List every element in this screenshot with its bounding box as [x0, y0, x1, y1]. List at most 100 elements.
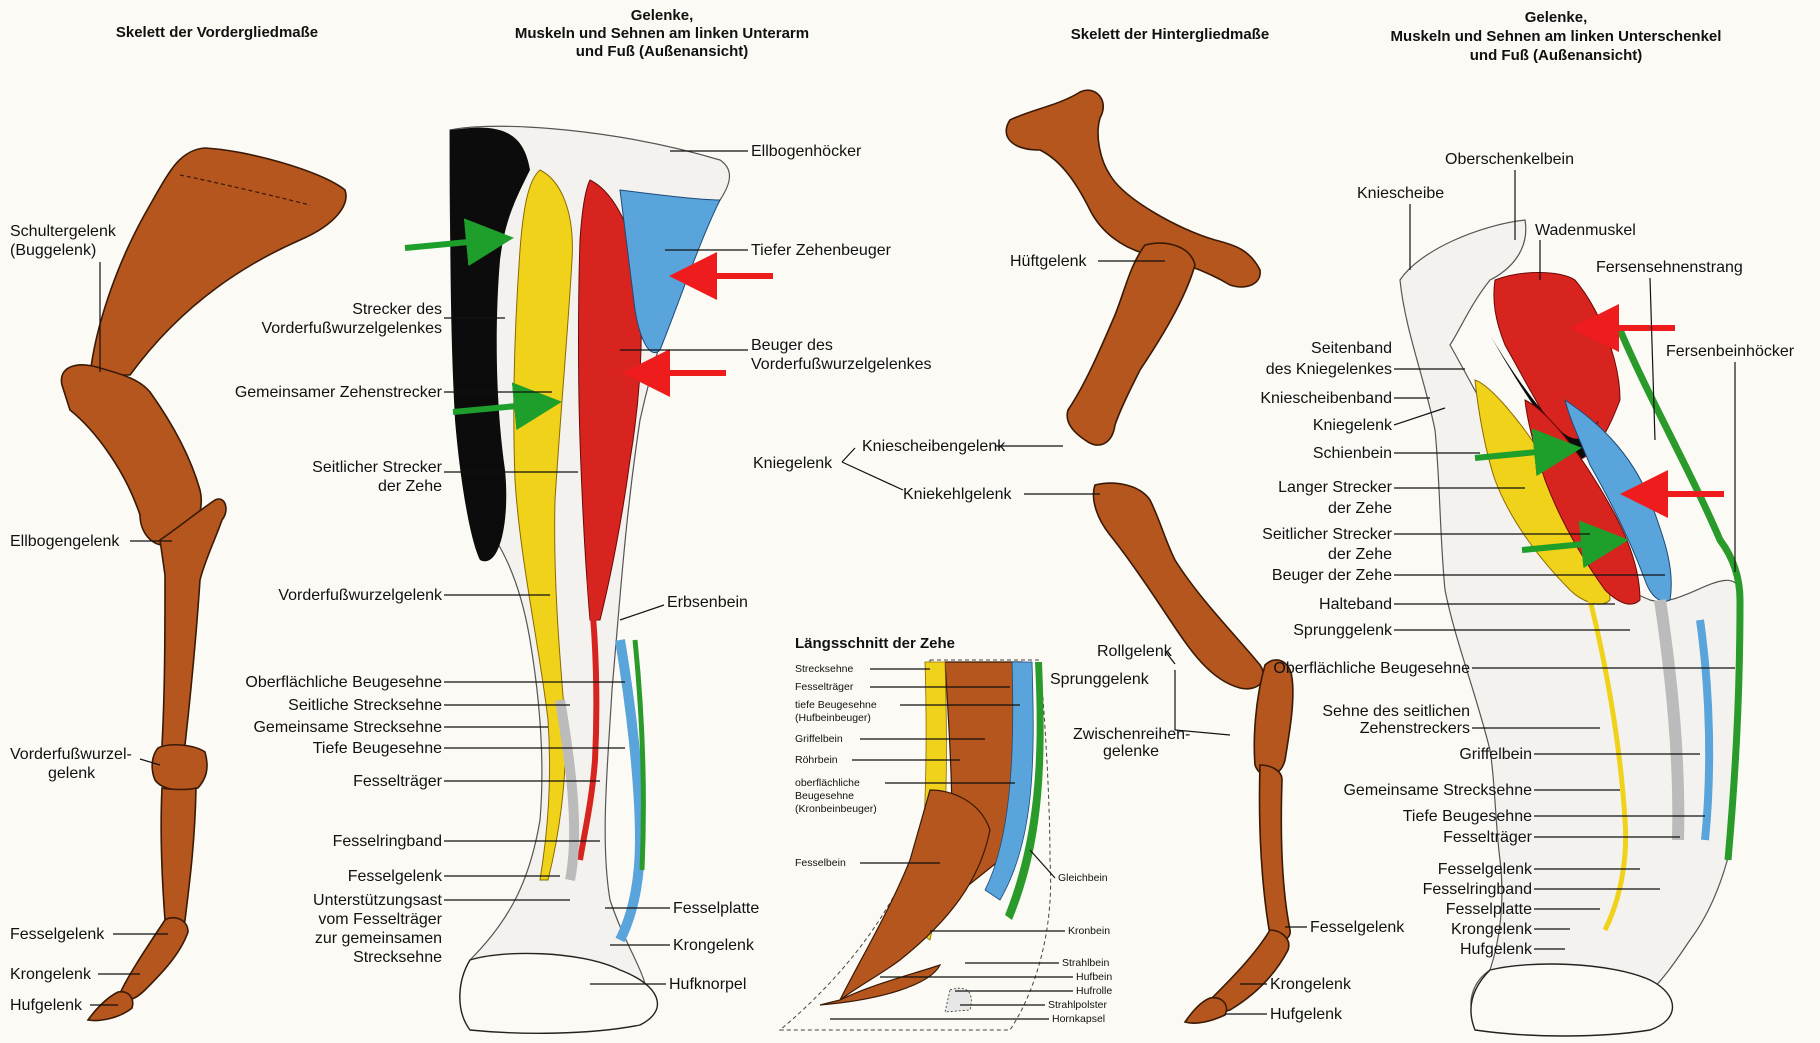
- label-hind-fesselgelenk-muscle: Fesselgelenk: [1438, 861, 1533, 878]
- label-seitlicher-strecker: Seitlicher Strecker: [312, 459, 442, 476]
- label-beuger-der-zehe: Beuger der Zehe: [1272, 567, 1392, 584]
- label-rollgelenk: Rollgelenk: [1097, 643, 1173, 660]
- label-fesselringband: Fesselringband: [333, 833, 442, 850]
- label-hind-kniegelenk: Kniegelenk: [753, 455, 833, 472]
- coffin-bone: [88, 992, 133, 1021]
- fore-skeleton: [61, 148, 346, 1021]
- digit-label-oberflaechliche: oberflächliche: [795, 777, 860, 789]
- label-gemeinsamer-zehenstrecker: Gemeinsamer Zehenstrecker: [235, 384, 443, 401]
- digit-label-fesselbein: Fesselbein: [795, 857, 846, 869]
- title-laengsschnitt: Längsschnitt der Zehe: [795, 635, 955, 652]
- title-hind-muscles-line2: Muskeln und Sehnen am linken Unterschenk…: [1391, 28, 1722, 45]
- label-fesselgelenk: Fesselgelenk: [348, 868, 443, 885]
- label-beuger-des: Beuger des: [751, 337, 833, 354]
- label-kniekehlgelenk: Kniekehlgelenk: [903, 486, 1013, 503]
- scapula: [90, 148, 346, 375]
- cannon-bone: [161, 788, 196, 931]
- label-seitlicher-strecker-hind: Seitlicher Strecker: [1262, 526, 1392, 543]
- title-fore-muscles-line3: und Fuß (Außenansicht): [576, 43, 748, 60]
- digit-label-fesseltraeger: Fesselträger: [795, 681, 854, 693]
- digit-label-beugesehne: Beugesehne: [795, 790, 854, 802]
- label-vorderfusswurzelgelenk: Vorderfußwurzelgelenk: [278, 587, 443, 604]
- label-halteband: Halteband: [1319, 596, 1392, 613]
- title-hind-skeleton: Skelett der Hintergliedmaße: [1071, 26, 1269, 43]
- digit-label-tiefe-beugesehne: tiefe Beugesehne: [795, 699, 877, 711]
- label-strecker-des: Strecker des: [352, 301, 442, 318]
- digit-label-kronbeinbeuger: (Kronbeinbeuger): [795, 803, 877, 815]
- digit-label-roehrbein: Röhrbein: [795, 754, 838, 766]
- label-fesseltraeger: Fesselträger: [353, 773, 443, 790]
- pastern-bones: [118, 918, 188, 1001]
- digit-label-strahlbein: Strahlbein: [1062, 957, 1109, 969]
- label-buggelenk: (Buggelenk): [10, 242, 96, 259]
- label-hueftgelenk: Hüftgelenk: [1010, 253, 1087, 270]
- label-fesselplatte: Fesselplatte: [673, 900, 759, 917]
- label-hind-gemeinsame-strecksehne: Gemeinsame Strecksehne: [1343, 782, 1532, 799]
- label-fersenbeinhoecker: Fersenbeinhöcker: [1666, 343, 1795, 360]
- hind-cannon: [1259, 765, 1290, 940]
- label-gemeinsame-strecksehne: Gemeinsame Strecksehne: [253, 719, 442, 736]
- label-hind-sprunggelenk: Sprunggelenk: [1293, 622, 1393, 639]
- label-hind-kniegelenk-muscle: Kniegelenk: [1313, 417, 1393, 434]
- label-zur-gemeinsamen: zur gemeinsamen: [315, 930, 442, 947]
- fore-muscle-leg: [450, 126, 729, 1033]
- digit-label-hufrolle: Hufrolle: [1076, 985, 1112, 997]
- label-kniescheibe: Kniescheibe: [1357, 185, 1444, 202]
- title-fore-skeleton: Skelett der Vordergliedmaße: [116, 24, 318, 41]
- hind-skeleton: [1006, 90, 1293, 1023]
- label-hind-tiefe-beugesehne: Tiefe Beugesehne: [1403, 808, 1532, 825]
- label-erbsenbein: Erbsenbein: [667, 594, 748, 611]
- label-fore-krongelenk: Krongelenk: [10, 966, 92, 983]
- label-vom-fesseltraeger: vom Fesselträger: [318, 911, 442, 928]
- digit-label-kronbein: Kronbein: [1068, 925, 1110, 937]
- label-langer-strecker: Langer Strecker: [1278, 479, 1393, 496]
- label-hind-griffelbein: Griffelbein: [1459, 746, 1532, 763]
- label-sehne-des-seitlichen: Sehne des seitlichen: [1322, 703, 1470, 720]
- label-fersensehnenstrang: Fersensehnenstrang: [1596, 259, 1743, 276]
- label-der-zehe: der Zehe: [378, 478, 442, 495]
- label-beuger-vorderfusswurzelgelenkes: Vorderfußwurzelgelenkes: [751, 356, 932, 373]
- radius: [160, 499, 226, 756]
- label-hind-fesseltraeger: Fesselträger: [1443, 829, 1533, 846]
- label-zehenstreckers: Zehenstreckers: [1360, 720, 1470, 737]
- label-hind-oberflaechliche-beugesehne: Oberflächliche Beugesehne: [1273, 660, 1470, 677]
- title-fore-muscles-line2: Muskeln und Sehnen am linken Unterarm: [515, 25, 809, 42]
- label-hind-krongelenk-muscle: Krongelenk: [1451, 921, 1533, 938]
- humerus: [61, 365, 201, 545]
- femur: [1067, 243, 1195, 445]
- digit-label-strecksehne: Strecksehne: [795, 663, 854, 675]
- label-hind-hufgelenk-muscle: Hufgelenk: [1460, 941, 1533, 958]
- label-des-kniegelenkes: des Kniegelenkes: [1266, 361, 1392, 378]
- label-hind-hufgelenk: Hufgelenk: [1270, 1006, 1343, 1023]
- label-zwischenreihen-gelenke: gelenke: [1103, 743, 1159, 760]
- label-hufknorpel: Hufknorpel: [669, 976, 746, 993]
- label-vorderfusswurzelgelenkes: Vorderfußwurzelgelenkes: [261, 320, 442, 337]
- label-ellbogenhoecker: Ellbogenhöcker: [751, 143, 862, 160]
- title-hind-muscles-line3: und Fuß (Außenansicht): [1470, 47, 1642, 64]
- label-hind-krongelenk: Krongelenk: [1270, 976, 1352, 993]
- title-hind-muscles-line1: Gelenke,: [1525, 9, 1588, 26]
- label-vorderfusswurzel: Vorderfußwurzel-: [10, 746, 132, 763]
- label-tiefe-beugesehne: Tiefe Beugesehne: [313, 740, 442, 757]
- label-wadenmuskel: Wadenmuskel: [1535, 222, 1636, 239]
- digit-label-hufbeinbeuger: (Hufbeinbeuger): [795, 712, 871, 724]
- titles: Skelett der Vordergliedmaße Gelenke, Mus…: [116, 7, 1722, 64]
- label-schienbein: Schienbein: [1313, 445, 1392, 462]
- digit-label-gleichbein: Gleichbein: [1058, 872, 1108, 884]
- label-kniescheibengelenk: Kniescheibengelenk: [862, 438, 1006, 455]
- label-kniescheibenband: Kniescheibenband: [1260, 390, 1392, 407]
- digit-label-hornkapsel: Hornkapsel: [1052, 1013, 1105, 1025]
- label-schultergelenk: Schultergelenk: [10, 223, 117, 240]
- hind-coffin: [1185, 998, 1227, 1023]
- digit-label-hufbein: Hufbein: [1076, 971, 1112, 983]
- label-unterstuetzungsast: Unterstützungsast: [313, 892, 443, 909]
- label-seitlicher-strecker-hind-zehe: der Zehe: [1328, 546, 1392, 563]
- label-krongelenk: Krongelenk: [673, 937, 755, 954]
- label-hind-fesselringband: Fesselringband: [1423, 881, 1532, 898]
- label-sprunggelenk: Sprunggelenk: [1050, 671, 1150, 688]
- label-strecksehne: Strecksehne: [353, 949, 442, 966]
- label-ellbogengelenk: Ellbogengelenk: [10, 533, 120, 550]
- label-seitliche-strecksehne: Seitliche Strecksehne: [288, 697, 442, 714]
